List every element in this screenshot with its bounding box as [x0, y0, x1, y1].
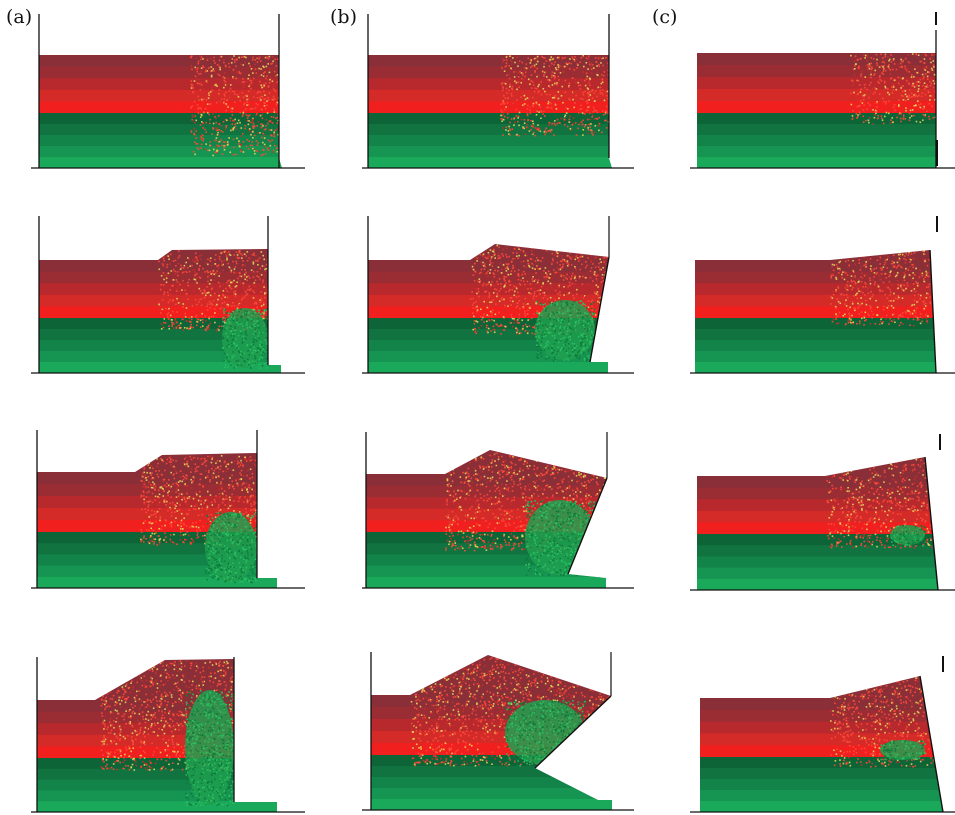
green-layer — [695, 135, 938, 147]
green-layer — [695, 157, 938, 169]
green-layer — [369, 766, 614, 778]
panel-c-1 — [690, 12, 955, 169]
green-layer — [35, 790, 279, 801]
green-layer — [698, 768, 945, 780]
red-layer — [37, 101, 284, 113]
green-layer — [369, 799, 614, 811]
red-layer — [37, 53, 284, 67]
green-layer — [693, 351, 938, 363]
panel-b-3 — [362, 432, 634, 589]
red-layer — [693, 306, 938, 318]
red-layer — [695, 488, 940, 500]
red-layer — [35, 735, 279, 747]
red-layer — [695, 101, 938, 114]
green-layer — [695, 545, 940, 557]
green-layer — [693, 318, 938, 330]
panel-c-4 — [690, 656, 955, 813]
green-layer — [366, 113, 614, 125]
green-layer — [366, 135, 614, 147]
green-layer — [35, 780, 279, 791]
green-layer — [366, 146, 614, 158]
panel-a-3 — [31, 430, 305, 589]
green-layer — [693, 362, 938, 374]
green-layer — [35, 801, 279, 812]
green-layer — [369, 788, 614, 800]
sand-layers — [695, 455, 940, 591]
green-layer — [369, 777, 614, 789]
panel-c-3 — [690, 434, 955, 591]
sand-layers — [35, 451, 279, 589]
sand-layers — [364, 448, 609, 589]
red-layer — [35, 496, 279, 509]
green-layer — [37, 135, 284, 147]
sand-layers — [695, 51, 938, 169]
sand-layers — [693, 248, 938, 374]
green-layer — [366, 124, 614, 136]
green-layer — [695, 146, 938, 158]
sand-layers — [37, 53, 284, 169]
sand-layers — [366, 53, 614, 169]
green-layer — [695, 556, 940, 568]
sand-layers — [366, 242, 611, 374]
red-layer — [695, 499, 940, 511]
green-layer — [37, 146, 284, 158]
red-layer — [366, 53, 614, 67]
red-layer — [693, 272, 938, 284]
sand-layers — [37, 247, 283, 374]
panel-a-2 — [31, 216, 305, 374]
sand-layers — [35, 657, 279, 813]
red-layer — [37, 78, 284, 90]
green-layer — [364, 577, 609, 589]
green-layer — [695, 113, 938, 125]
red-layer — [693, 295, 938, 307]
green-layer — [364, 566, 609, 578]
red-layer — [369, 731, 614, 744]
red-layer — [698, 674, 945, 710]
red-layer — [695, 455, 940, 488]
green-layer — [695, 579, 940, 591]
panel-a-1 — [31, 14, 305, 169]
red-layer — [366, 101, 614, 113]
panel-a-4 — [31, 657, 305, 813]
green-layer — [698, 790, 945, 802]
green-layer — [37, 157, 284, 169]
green-layer — [366, 157, 614, 169]
red-layer — [35, 712, 279, 724]
red-layer — [37, 247, 283, 272]
red-layer — [35, 451, 279, 485]
panel-c-2 — [690, 216, 955, 374]
red-layer — [695, 511, 940, 523]
green-layer — [698, 801, 945, 813]
panel-b-1 — [362, 14, 634, 169]
green-layer — [37, 124, 284, 136]
green-layer — [35, 769, 279, 780]
red-layer — [37, 67, 284, 79]
red-layer — [366, 78, 614, 90]
sand-layers — [369, 653, 614, 811]
green-layer — [695, 568, 940, 580]
green-layer — [695, 124, 938, 136]
green-layer — [698, 779, 945, 791]
green-layer — [693, 340, 938, 352]
red-layer — [693, 248, 938, 272]
red-layer — [695, 51, 938, 66]
panel-b-2 — [362, 216, 634, 374]
green-layer — [693, 329, 938, 341]
green-layer — [366, 362, 611, 374]
panel-b-4 — [362, 652, 634, 811]
red-layer — [369, 743, 614, 756]
red-layer — [364, 486, 609, 498]
sand-layers — [698, 674, 945, 813]
red-layer — [35, 657, 279, 712]
